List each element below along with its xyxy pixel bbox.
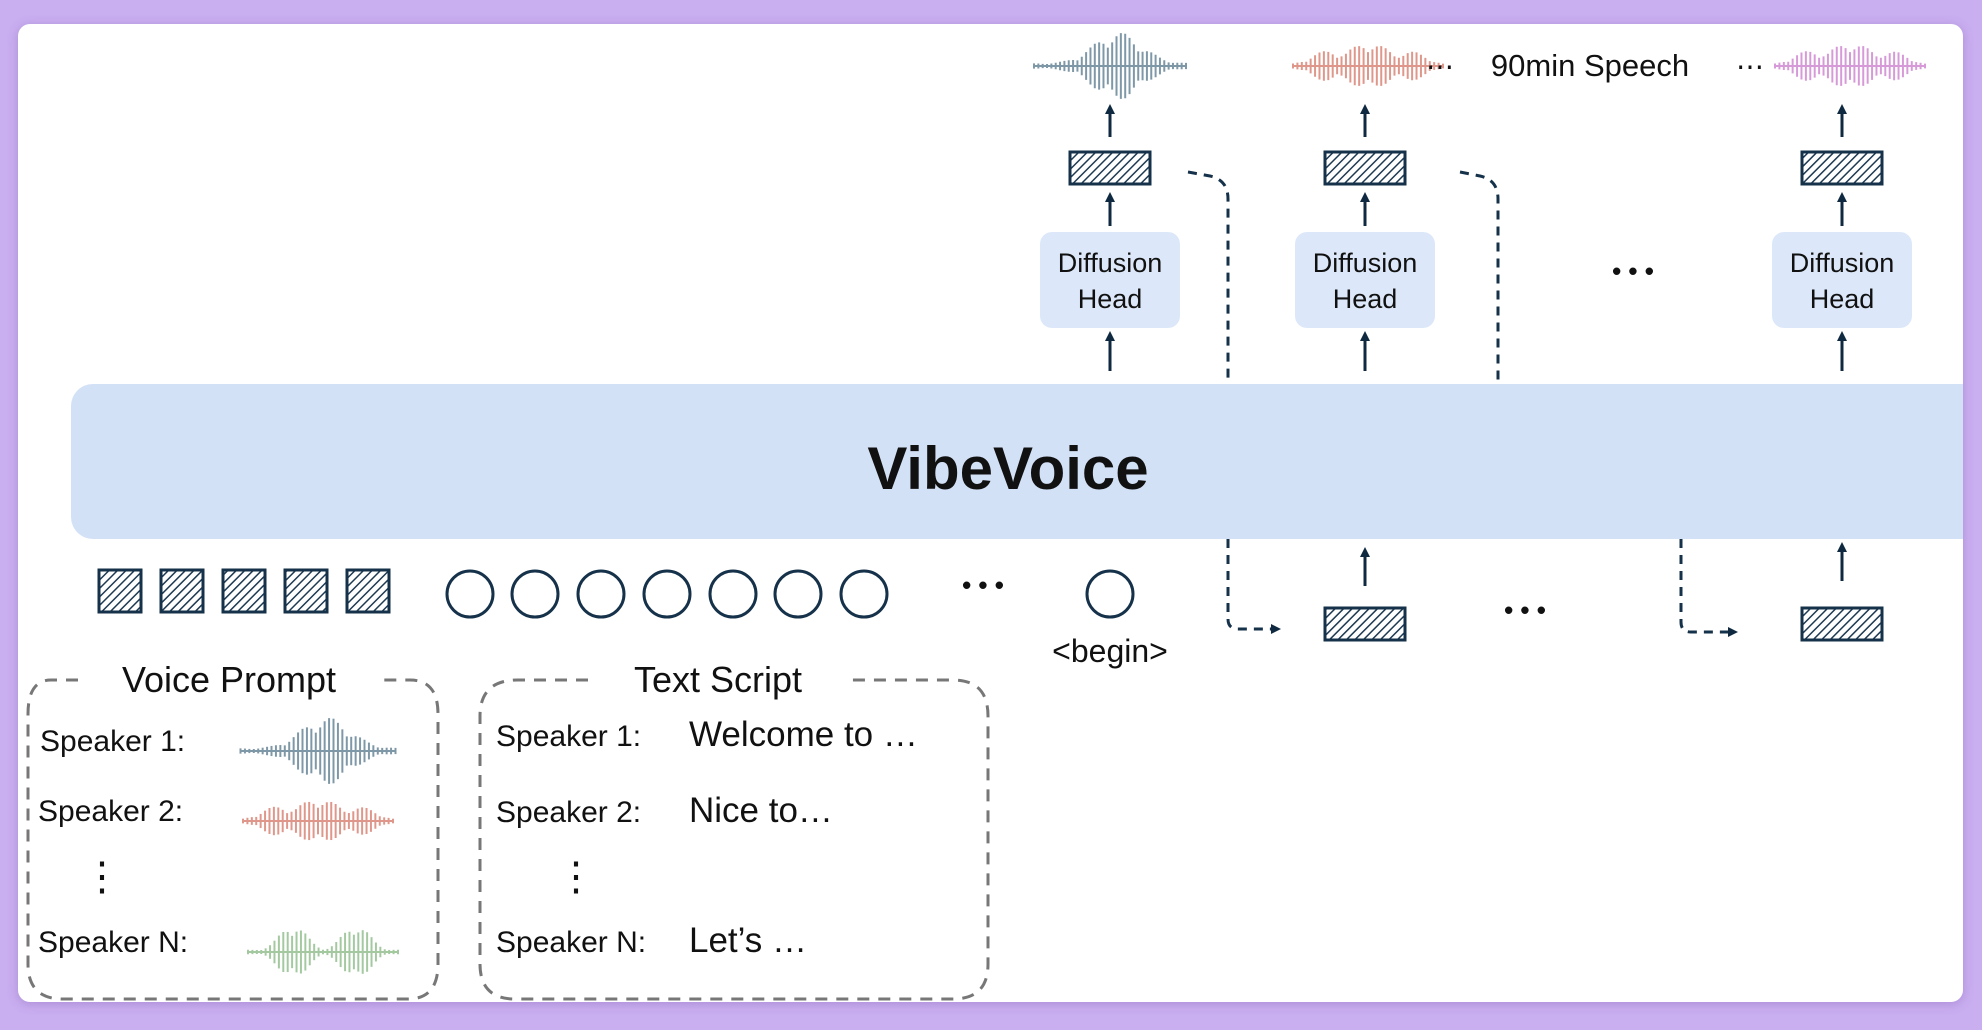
feedback-path-1 [1187,170,1230,384]
text-script-tokens [445,569,889,619]
waveform-icon [1774,46,1926,86]
voice-prompt-speaker-2: Speaker 2: [38,795,183,828]
acoustic-latent-token [1068,150,1152,186]
acoustic-latent-token [1800,150,1884,186]
vertical-dots: ⋮ [82,855,122,899]
waveform-icon [242,801,394,841]
feedback-path-2-lower [1679,539,1738,637]
input-latent-token [1800,606,1884,642]
feedback-path-2 [1459,170,1500,384]
svg-text:Diffusion: Diffusion [1058,248,1163,278]
diffusion-head-n: Diffusion Head [1772,232,1912,328]
output-speech-waveforms [1033,33,1926,99]
svg-text:Diffusion: Diffusion [1790,248,1895,278]
begin-label: <begin> [1052,633,1168,669]
diffusion-head-1: Diffusion Head [1040,232,1180,328]
svg-text:Head: Head [1810,284,1875,314]
ellipsis-right: ⋯ [1736,51,1764,82]
svg-text:Diffusion: Diffusion [1313,248,1418,278]
waveform-icon [239,718,397,784]
acoustic-latent-token [1323,150,1407,186]
voice-prompt-title: Voice Prompt [122,659,336,700]
ellipsis-inputs: • • • [1504,595,1546,625]
text-script-panel: Text Script Speaker 1: Welcome to … Spea… [478,659,990,1001]
vertical-dots: ⋮ [556,855,596,899]
input-latent-token [1323,606,1407,642]
text-script-line-2: Nice to… [689,791,833,830]
waveform-icon [1033,33,1187,99]
text-script-title: Text Script [634,659,802,700]
feedback-path-1-lower [1226,539,1281,634]
output-speech-label: 90min Speech [1491,48,1689,83]
diagram-canvas: VibeVoice ⋯ 90min Speech ⋯ Diffusion Hea… [18,24,1963,1002]
waveform-icon [1292,46,1444,86]
text-script-line-1: Welcome to … [689,715,918,754]
svg-text:Head: Head [1333,284,1398,314]
voice-prompt-speaker-1: Speaker 1: [40,725,185,758]
ellipsis-left: ⋯ [1426,51,1454,82]
voice-prompt-speaker-n: Speaker N: [38,926,188,959]
text-script-speaker-2: Speaker 2: [496,796,641,829]
vibevoice-backbone [71,384,1963,539]
begin-token [1085,569,1135,619]
ellipsis-text-tokens: • • • [962,570,1004,600]
ellipsis-heads: • • • [1612,256,1654,286]
voice-prompt-tokens [97,568,391,614]
text-script-line-n: Let’s … [689,921,807,960]
waveform-icon [247,930,399,974]
text-script-speaker-1: Speaker 1: [496,720,641,753]
text-script-speaker-n: Speaker N: [496,926,646,959]
vibevoice-title: VibeVoice [867,435,1148,502]
diffusion-head-2: Diffusion Head [1295,232,1435,328]
voice-prompt-panel: Voice Prompt Speaker 1: Speaker 2: ⋮ Spe… [26,659,440,1001]
svg-text:Head: Head [1078,284,1143,314]
